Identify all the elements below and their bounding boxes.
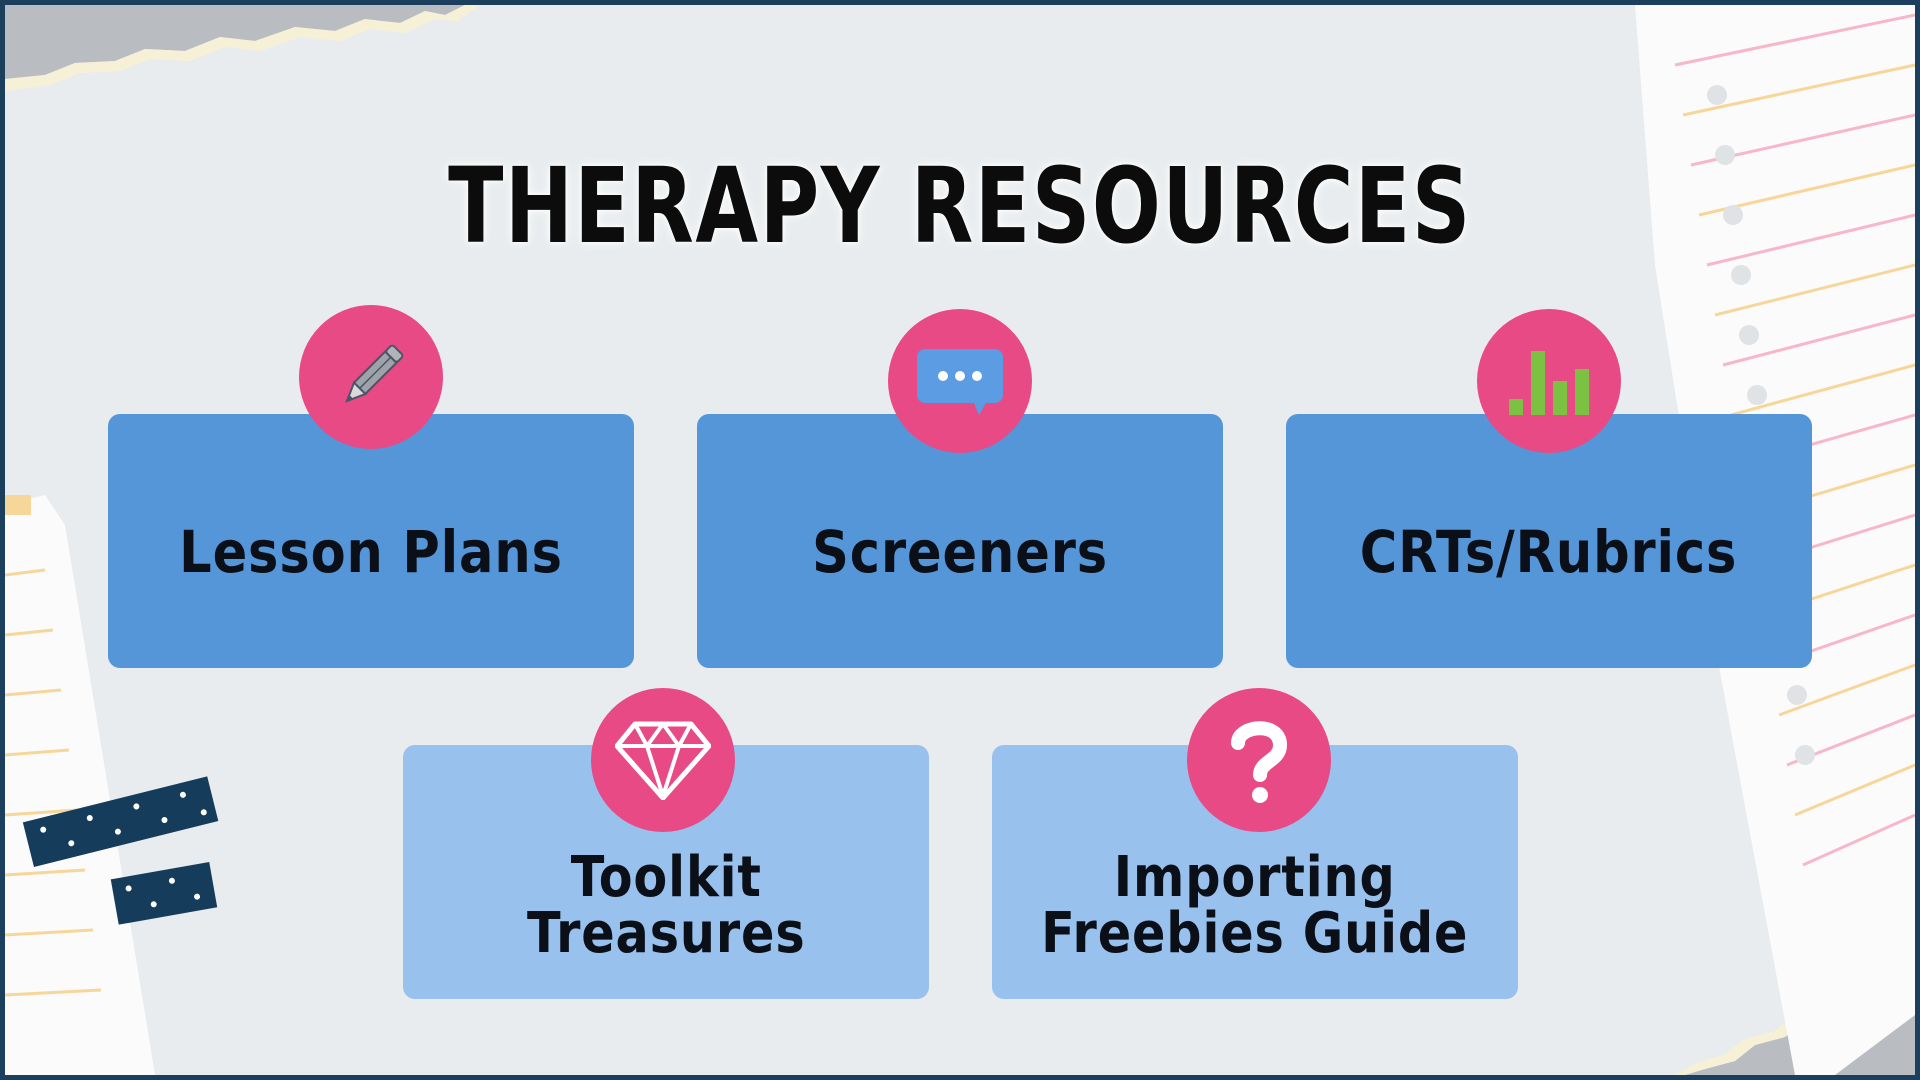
card-label: Toolkit Treasures xyxy=(527,850,806,962)
crts-rubrics-badge[interactable] xyxy=(1477,309,1621,453)
card-label-line: Treasures xyxy=(526,901,806,966)
importing-freebies-guide-badge[interactable] xyxy=(1187,688,1331,832)
washi-tape-decoration xyxy=(22,776,219,925)
lesson-plans-card[interactable]: Lesson Plans xyxy=(108,414,634,668)
card-label: Screeners xyxy=(812,518,1108,586)
toolkit-treasures-badge[interactable] xyxy=(591,688,735,832)
card-label: Lesson Plans xyxy=(179,518,563,586)
screeners-badge[interactable] xyxy=(888,309,1032,453)
question-mark-icon xyxy=(1231,721,1288,803)
card-label: Importing Freebies Guide xyxy=(1041,850,1468,962)
speech-bubble-icon xyxy=(917,349,1003,415)
crts-rubrics-card[interactable]: CRTs/Rubrics xyxy=(1286,414,1812,668)
diamond-icon xyxy=(615,721,711,800)
paper-sheet-decoration xyxy=(5,495,155,1075)
slide-canvas: THERAPY RESOURCES Lesson Plans Screeners xyxy=(5,5,1915,1075)
card-label-line: Importing xyxy=(1114,845,1396,910)
page-title: THERAPY RESOURCES xyxy=(448,145,1472,267)
pencil-icon xyxy=(345,344,404,403)
screeners-card[interactable]: Screeners xyxy=(697,414,1223,668)
card-label-line: Freebies Guide xyxy=(1041,901,1469,966)
bar-chart-icon xyxy=(1509,351,1589,415)
torn-paper-decoration xyxy=(5,5,480,91)
card-label-line: Toolkit xyxy=(570,845,762,910)
lesson-plans-badge[interactable] xyxy=(299,305,443,449)
card-label: CRTs/Rubrics xyxy=(1360,518,1738,586)
